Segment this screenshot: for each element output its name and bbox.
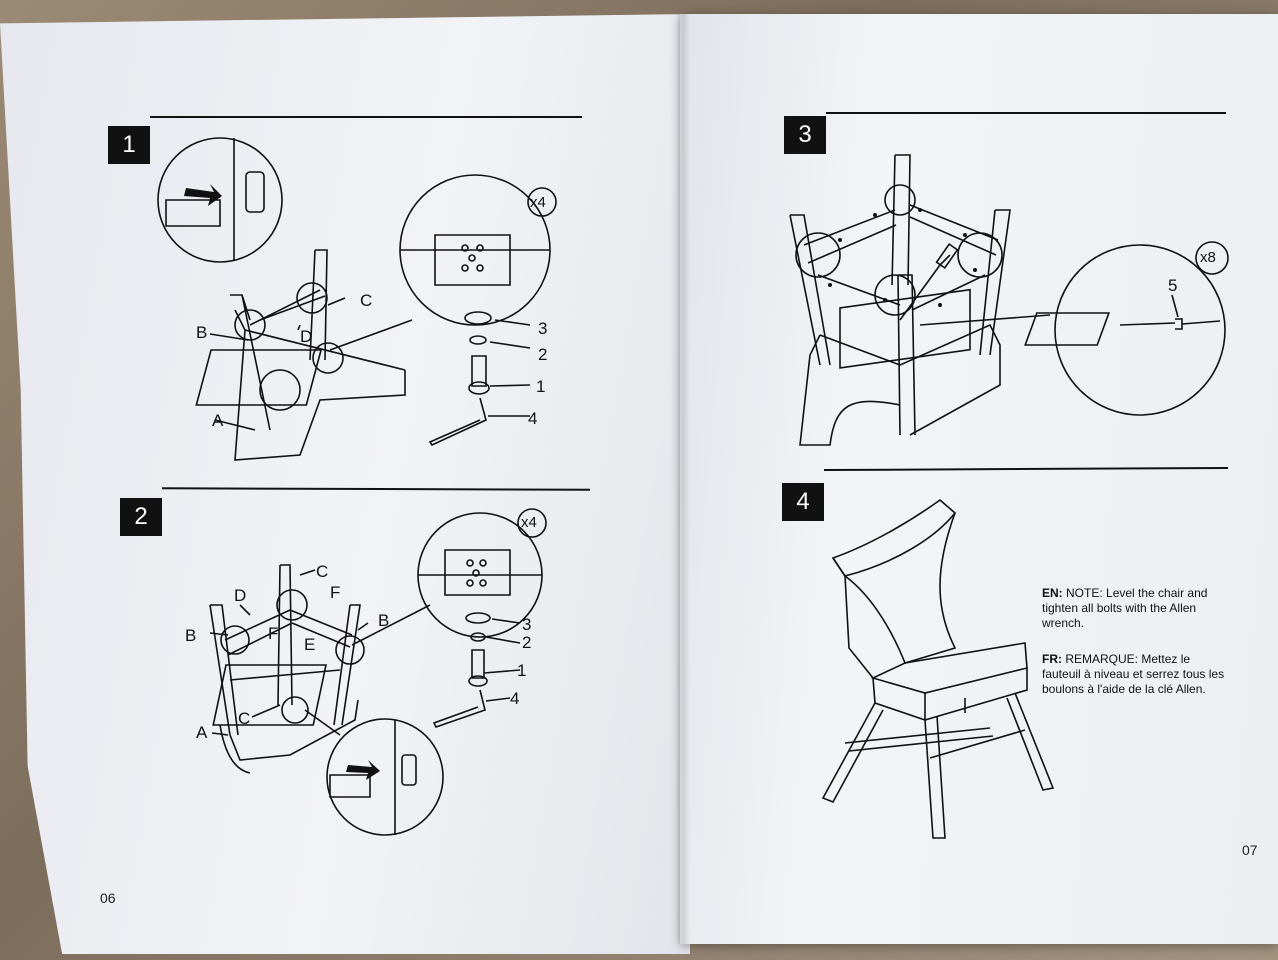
step-1-quantity: x4 bbox=[530, 194, 546, 211]
step-1-part-c: C bbox=[360, 291, 373, 310]
step-1-illustration bbox=[150, 130, 580, 490]
step-3-detail-circle-screw bbox=[1055, 245, 1225, 415]
step-3-quantity: x8 bbox=[1200, 249, 1216, 266]
step-2-hardware-3: 3 bbox=[522, 615, 532, 634]
arrow-icon bbox=[346, 760, 380, 780]
step-2-part-d: D bbox=[234, 586, 247, 605]
step-1-hardware-3: 3 bbox=[538, 319, 548, 338]
step-2-part-f-top: F bbox=[330, 583, 341, 602]
step-3-hardware-5: 5 bbox=[1168, 276, 1178, 295]
step-1-hardware-4: 4 bbox=[528, 409, 538, 428]
step-1-detail-circle-slot bbox=[158, 138, 282, 262]
page-number-right: 07 bbox=[1242, 842, 1258, 858]
step-2-hardware-2: 2 bbox=[522, 633, 532, 652]
step-3-illustration bbox=[790, 145, 1230, 465]
note-fr-text: REMARQUE: Mettez le fauteuil à niveau et… bbox=[1042, 652, 1225, 696]
step-4-chair-illustration bbox=[815, 498, 1035, 843]
step-2-part-b-left: B bbox=[185, 626, 197, 645]
step-2-hardware-1: 1 bbox=[517, 661, 527, 680]
step-2-part-c-bottom: C bbox=[238, 709, 251, 728]
step-2-quantity: x4 bbox=[521, 514, 537, 531]
step-3-badge: 3 bbox=[784, 116, 826, 154]
step-2-part-c-top: C bbox=[316, 562, 329, 581]
step-2-illustration bbox=[180, 505, 580, 845]
step-4-note-en: EN: NOTE: Level the chair and tighten al… bbox=[1042, 586, 1232, 631]
step-1-rule bbox=[150, 116, 582, 118]
step-1-part-d: D bbox=[300, 327, 313, 346]
step-2-detail-circle-slot bbox=[327, 719, 443, 835]
note-fr-prefix: FR: bbox=[1042, 652, 1062, 666]
step-2-part-a: A bbox=[196, 723, 208, 742]
arrow-icon bbox=[184, 184, 222, 206]
right-page bbox=[680, 14, 1278, 944]
page-number-left: 06 bbox=[100, 890, 116, 906]
note-en-text: NOTE: Level the chair and tighten all bo… bbox=[1042, 586, 1208, 630]
step-2-part-f-mid: F bbox=[268, 624, 279, 643]
step-1-badge: 1 bbox=[108, 126, 150, 164]
step-1-hardware-1: 1 bbox=[536, 377, 546, 396]
book-gutter bbox=[676, 14, 690, 944]
step-3-rule bbox=[826, 112, 1226, 114]
step-1-part-a: A bbox=[212, 411, 224, 430]
step-2-part-b-right: B bbox=[378, 611, 390, 630]
step-4-badge: 4 bbox=[782, 483, 824, 521]
step-2-part-e: E bbox=[304, 635, 316, 654]
step-1-part-b: B bbox=[196, 323, 208, 342]
step-4-note-fr: FR: REMARQUE: Mettez le fauteuil à nivea… bbox=[1042, 652, 1232, 697]
note-en-prefix: EN: bbox=[1042, 586, 1063, 600]
step-2-badge: 2 bbox=[120, 498, 162, 536]
step-1-hardware-2: 2 bbox=[538, 345, 548, 364]
step-2-hardware-4: 4 bbox=[510, 689, 520, 708]
